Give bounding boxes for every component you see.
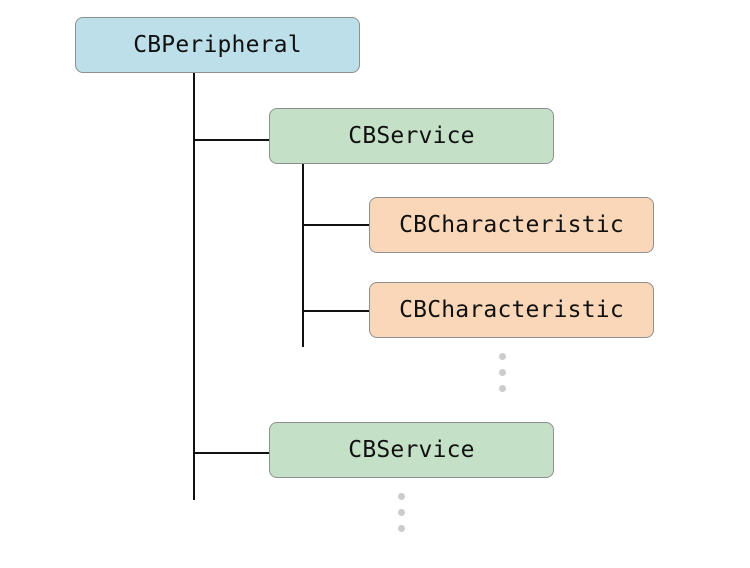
ellipsis-dot: [398, 493, 405, 500]
characteristic-label: CBCharacteristic: [399, 212, 624, 238]
characteristic-label: CBCharacteristic: [399, 297, 624, 323]
service-1-branch-line: [193, 139, 270, 141]
characteristic-1-branch-line: [302, 224, 370, 226]
service-1-trunk-line: [302, 164, 304, 347]
peripheral-label: CBPeripheral: [133, 32, 302, 58]
ellipsis-dot: [499, 353, 506, 360]
service-label: CBService: [348, 437, 475, 463]
ellipsis-dot: [398, 509, 405, 516]
characteristic-2-branch-line: [302, 310, 370, 312]
peripheral-node: CBPeripheral: [75, 17, 360, 73]
characteristic-node: CBCharacteristic: [369, 282, 654, 338]
peripheral-trunk-line: [193, 73, 195, 500]
service-node: CBService: [269, 108, 554, 164]
ellipsis-dot: [499, 385, 506, 392]
service-node: CBService: [269, 422, 554, 478]
service-label: CBService: [348, 123, 475, 149]
ellipsis-dot: [398, 525, 405, 532]
characteristic-node: CBCharacteristic: [369, 197, 654, 253]
service-2-branch-line: [193, 452, 270, 454]
ellipsis-dot: [499, 369, 506, 376]
